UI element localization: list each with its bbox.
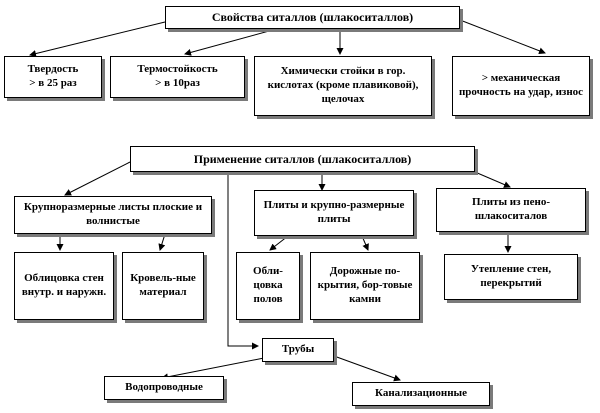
- properties-title: Свойства ситаллов (шлакоситаллов): [165, 6, 460, 29]
- use-road-surfaces: Дорожные по-крытия, бор-товые камни: [310, 252, 420, 320]
- use-wall-cladding: Облицовка стен внутр. и наружн.: [14, 252, 114, 320]
- pipes-box: Трубы: [262, 338, 334, 362]
- property-mechanical-strength: > механическая прочность на удар, износ: [452, 56, 590, 116]
- use-floor-cladding: Обли-цовка полов: [236, 252, 300, 320]
- property-hardness: Твердость > в 25 раз: [4, 56, 102, 98]
- group-large-sheets: Крупноразмерные листы плоские и волнисты…: [14, 196, 212, 234]
- pipes-sewage: Канализационные: [352, 382, 490, 406]
- group-foam-plates: Плиты из пено-шлакоситалов: [436, 188, 586, 232]
- property-heat-resistance: Термостойкость > в 10раз: [110, 56, 245, 98]
- group-plates: Плиты и крупно-размерные плиты: [254, 190, 414, 236]
- application-title: Применение ситаллов (шлакоситаллов): [130, 146, 475, 172]
- pipes-water-supply: Водопроводные: [104, 376, 224, 400]
- property-chemical-resistance: Химически стойки в гор. кислотах (кроме …: [254, 56, 432, 116]
- use-roofing-material: Кровель-ные материал: [122, 252, 204, 320]
- use-insulation: Утепление стен, перекрытий: [444, 254, 578, 300]
